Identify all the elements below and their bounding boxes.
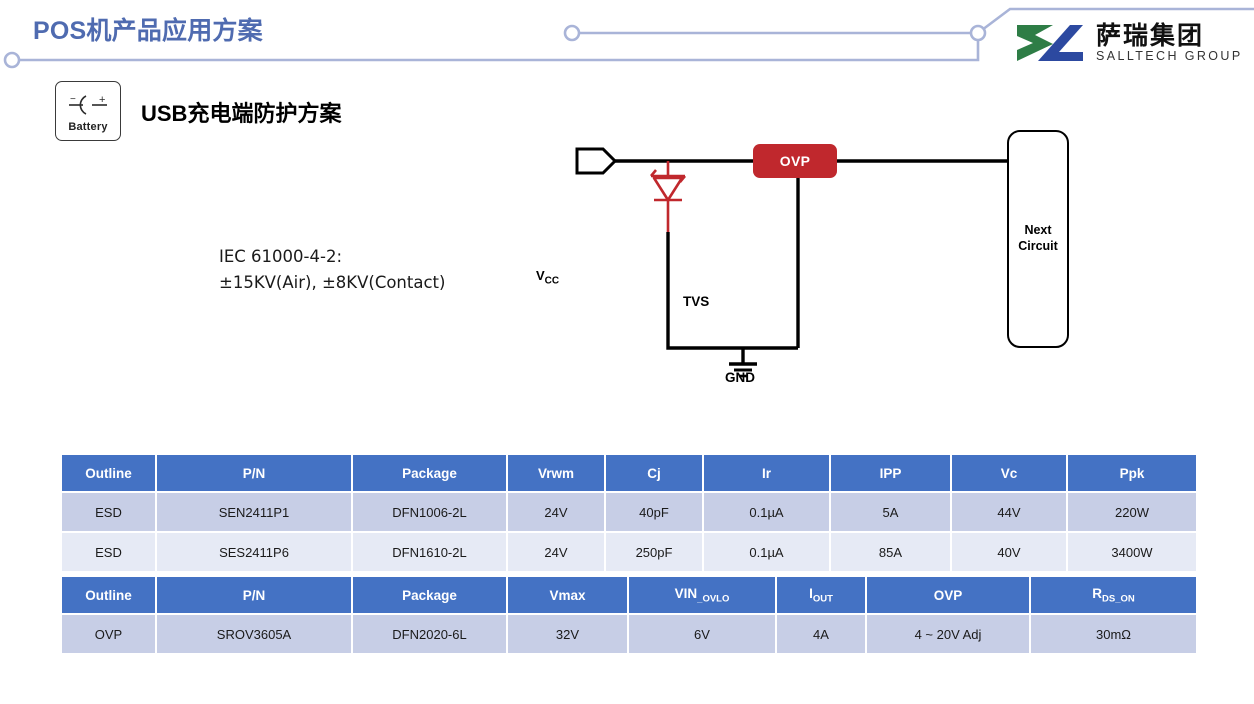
- gnd-label: GND: [725, 370, 755, 385]
- page-title: POS机产品应用方案: [33, 17, 263, 45]
- tvs-label: TVS: [683, 294, 710, 309]
- vcc-connector-icon: [575, 147, 618, 175]
- table-cell: 24V: [507, 492, 606, 533]
- column-header: Cj: [605, 455, 704, 493]
- section-heading-latin: USB: [141, 101, 188, 126]
- table-cell: DFN1610-2L: [352, 532, 508, 573]
- column-header: Vrwm: [507, 455, 606, 493]
- table-cell: 4 ~ 20V Adj: [866, 614, 1031, 655]
- logo-name-en: SALLTECH GROUP: [1096, 48, 1243, 63]
- column-header: Outline: [62, 455, 157, 493]
- column-header: VIN_OVLO: [628, 577, 777, 615]
- column-header: RDS_ON: [1030, 577, 1196, 615]
- column-header: Package: [352, 577, 508, 615]
- table-cell: SES2411P6: [156, 532, 353, 573]
- table-cell: 220W: [1067, 492, 1196, 533]
- table-cell: 24V: [507, 532, 606, 573]
- table-cell: 85A: [830, 532, 952, 573]
- column-header: Vc: [951, 455, 1068, 493]
- column-header-base: I: [809, 585, 813, 601]
- company-logo: 萨瑞集团 SALLTECH GROUP: [1013, 17, 1245, 69]
- table-cell: 0.1µA: [703, 492, 831, 533]
- deco-node-far-left: [3, 51, 21, 69]
- ovp-block: OVP: [753, 144, 837, 178]
- vcc-label: VCC: [536, 268, 559, 287]
- logo-name-cn: 萨瑞集团: [1096, 20, 1205, 50]
- gnd-icon: [729, 348, 757, 378]
- section-heading-cn: 充电端防护方案: [187, 101, 342, 127]
- table-cell: DFN1006-2L: [352, 492, 508, 533]
- tvs-diode-icon: [650, 169, 686, 202]
- column-header: IOUT: [776, 577, 867, 615]
- circuit-schematic: [575, 147, 1010, 378]
- table-cell: DFN2020-6L: [352, 614, 508, 655]
- vcc-label-sub: CC: [544, 275, 560, 287]
- table-cell: 4A: [776, 614, 867, 655]
- column-header-sub: _OVLO: [697, 593, 730, 605]
- next-circuit-line1: Next: [1024, 223, 1052, 238]
- table-cell: 32V: [507, 614, 629, 655]
- battery-icon: − +: [69, 94, 107, 115]
- battery-label: Battery: [68, 120, 108, 133]
- table-cell: SROV3605A: [156, 614, 353, 655]
- svg-text:+: +: [99, 94, 105, 106]
- column-header: Outline: [62, 577, 157, 615]
- section-heading: USB充电端防护方案: [141, 96, 341, 128]
- svg-text:−: −: [70, 94, 76, 105]
- table-cell: 40V: [951, 532, 1068, 573]
- column-header-sub: OUT: [812, 593, 833, 605]
- column-header: Ppk: [1067, 455, 1196, 493]
- table-cell: 3400W: [1067, 532, 1196, 573]
- column-header: Ir: [703, 455, 831, 493]
- deco-node-right: [969, 24, 987, 42]
- table-cell: 0.1µA: [703, 532, 831, 573]
- next-circuit-line2: Circuit: [1018, 239, 1058, 253]
- table-cell: ESD: [62, 492, 157, 533]
- table-cell: 5A: [830, 492, 952, 533]
- column-header: P/N: [156, 577, 353, 615]
- table-cell: 40pF: [605, 492, 704, 533]
- battery-badge: − + Battery: [55, 81, 121, 141]
- table-cell: 30mΩ: [1030, 614, 1196, 655]
- wire-tvs-to-gnd: [666, 232, 798, 350]
- iec-note-line2: ±15KV(Air), ±8KV(Contact): [219, 273, 446, 293]
- table-cell: 44V: [951, 492, 1068, 533]
- column-header: P/N: [156, 455, 353, 493]
- iec-note-line1: IEC 61000-4-2:: [219, 247, 343, 266]
- salltech-logo-mark: [1017, 25, 1083, 61]
- table-cell: 6V: [628, 614, 777, 655]
- column-header-sub: DS_ON: [1102, 593, 1135, 605]
- column-header: IPP: [830, 455, 952, 493]
- iec-note: IEC 61000-4-2: ±15KV(Air), ±8KV(Contact): [219, 244, 445, 297]
- column-header-base: R: [1092, 585, 1102, 601]
- circuit-diagram: VCC TVS GND OVP Next Circuit: [515, 120, 1115, 405]
- column-header: OVP: [866, 577, 1031, 615]
- column-header: Package: [352, 455, 508, 493]
- next-circuit-block: Next Circuit: [1007, 130, 1069, 348]
- vcc-label-main: V: [536, 268, 545, 283]
- table-cell: OVP: [62, 614, 157, 655]
- table-cell: ESD: [62, 532, 157, 573]
- column-header-base: VIN: [674, 585, 698, 601]
- deco-node-left: [563, 24, 581, 42]
- table-cell: 250pF: [605, 532, 704, 573]
- table-cell: SEN2411P1: [156, 492, 353, 533]
- column-header: Vmax: [507, 577, 629, 615]
